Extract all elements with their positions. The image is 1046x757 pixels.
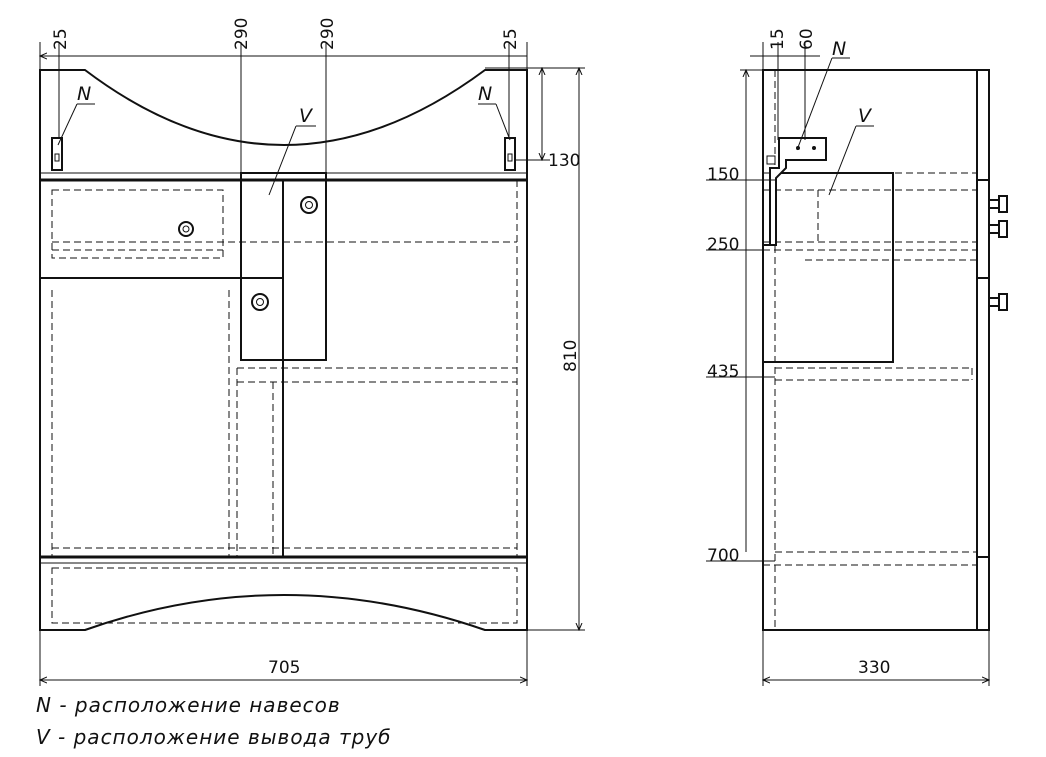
front-outline: [39, 69, 528, 631]
dim-150: 150: [707, 165, 739, 185]
dim-250: 250: [707, 235, 739, 255]
front-dims-bottom: 705: [40, 630, 527, 686]
front-view: N N V 25 290 290 25 130: [39, 18, 585, 686]
dim-810: 810: [561, 340, 581, 372]
pipe-zone-hatch: [240, 172, 327, 361]
side-dims-left: 150 250 435 700: [706, 70, 775, 566]
knob-inner: [182, 225, 190, 233]
pipe-outlet-lower-inner: [256, 298, 264, 306]
hanging-bracket: [769, 137, 827, 246]
pipe-label-side: V: [858, 105, 873, 127]
hinge-label-right: N: [478, 83, 492, 105]
dim-15: 15: [768, 28, 788, 50]
pipe-label-front: V: [299, 105, 314, 127]
hinge-left: [51, 137, 63, 171]
side-dims-bottom: 330: [763, 630, 989, 686]
side-view: N V 15 60 150 250 435 700: [706, 28, 1008, 686]
bracket-hook: [766, 155, 776, 165]
dim-330: 330: [858, 658, 890, 678]
pipe-zone-hatch-side: [762, 172, 894, 363]
front-dims-top: 25 290 290 25: [40, 18, 528, 173]
handles-side: [988, 195, 1008, 311]
pipe-outlet-upper-inner: [305, 201, 313, 209]
knob-outer: [178, 221, 194, 237]
dim-435: 435: [707, 362, 739, 382]
pipe-outlet-lower: [251, 293, 269, 311]
side-dims-top: 15 60: [750, 28, 820, 140]
front-dims-right: 130 810: [485, 68, 585, 630]
front-hidden-lines: [51, 180, 518, 624]
legend: N - расположение навесов V - расположени…: [36, 693, 392, 749]
dim-25-left: 25: [51, 28, 71, 50]
dim-705: 705: [268, 658, 300, 678]
pipe-outlet-upper: [300, 196, 318, 214]
legend-n: N - расположение навесов: [36, 693, 341, 717]
dim-60: 60: [797, 28, 817, 50]
legend-v: V - расположение вывода труб: [36, 725, 392, 749]
hinge-label-side: N: [832, 38, 846, 60]
dim-130: 130: [548, 151, 580, 171]
hinge-right: [504, 137, 516, 171]
dim-290-a: 290: [232, 18, 252, 50]
dim-700: 700: [707, 546, 739, 566]
dim-25-right: 25: [501, 28, 521, 50]
dim-290-b: 290: [318, 18, 338, 50]
hinge-label-left: N: [77, 83, 91, 105]
